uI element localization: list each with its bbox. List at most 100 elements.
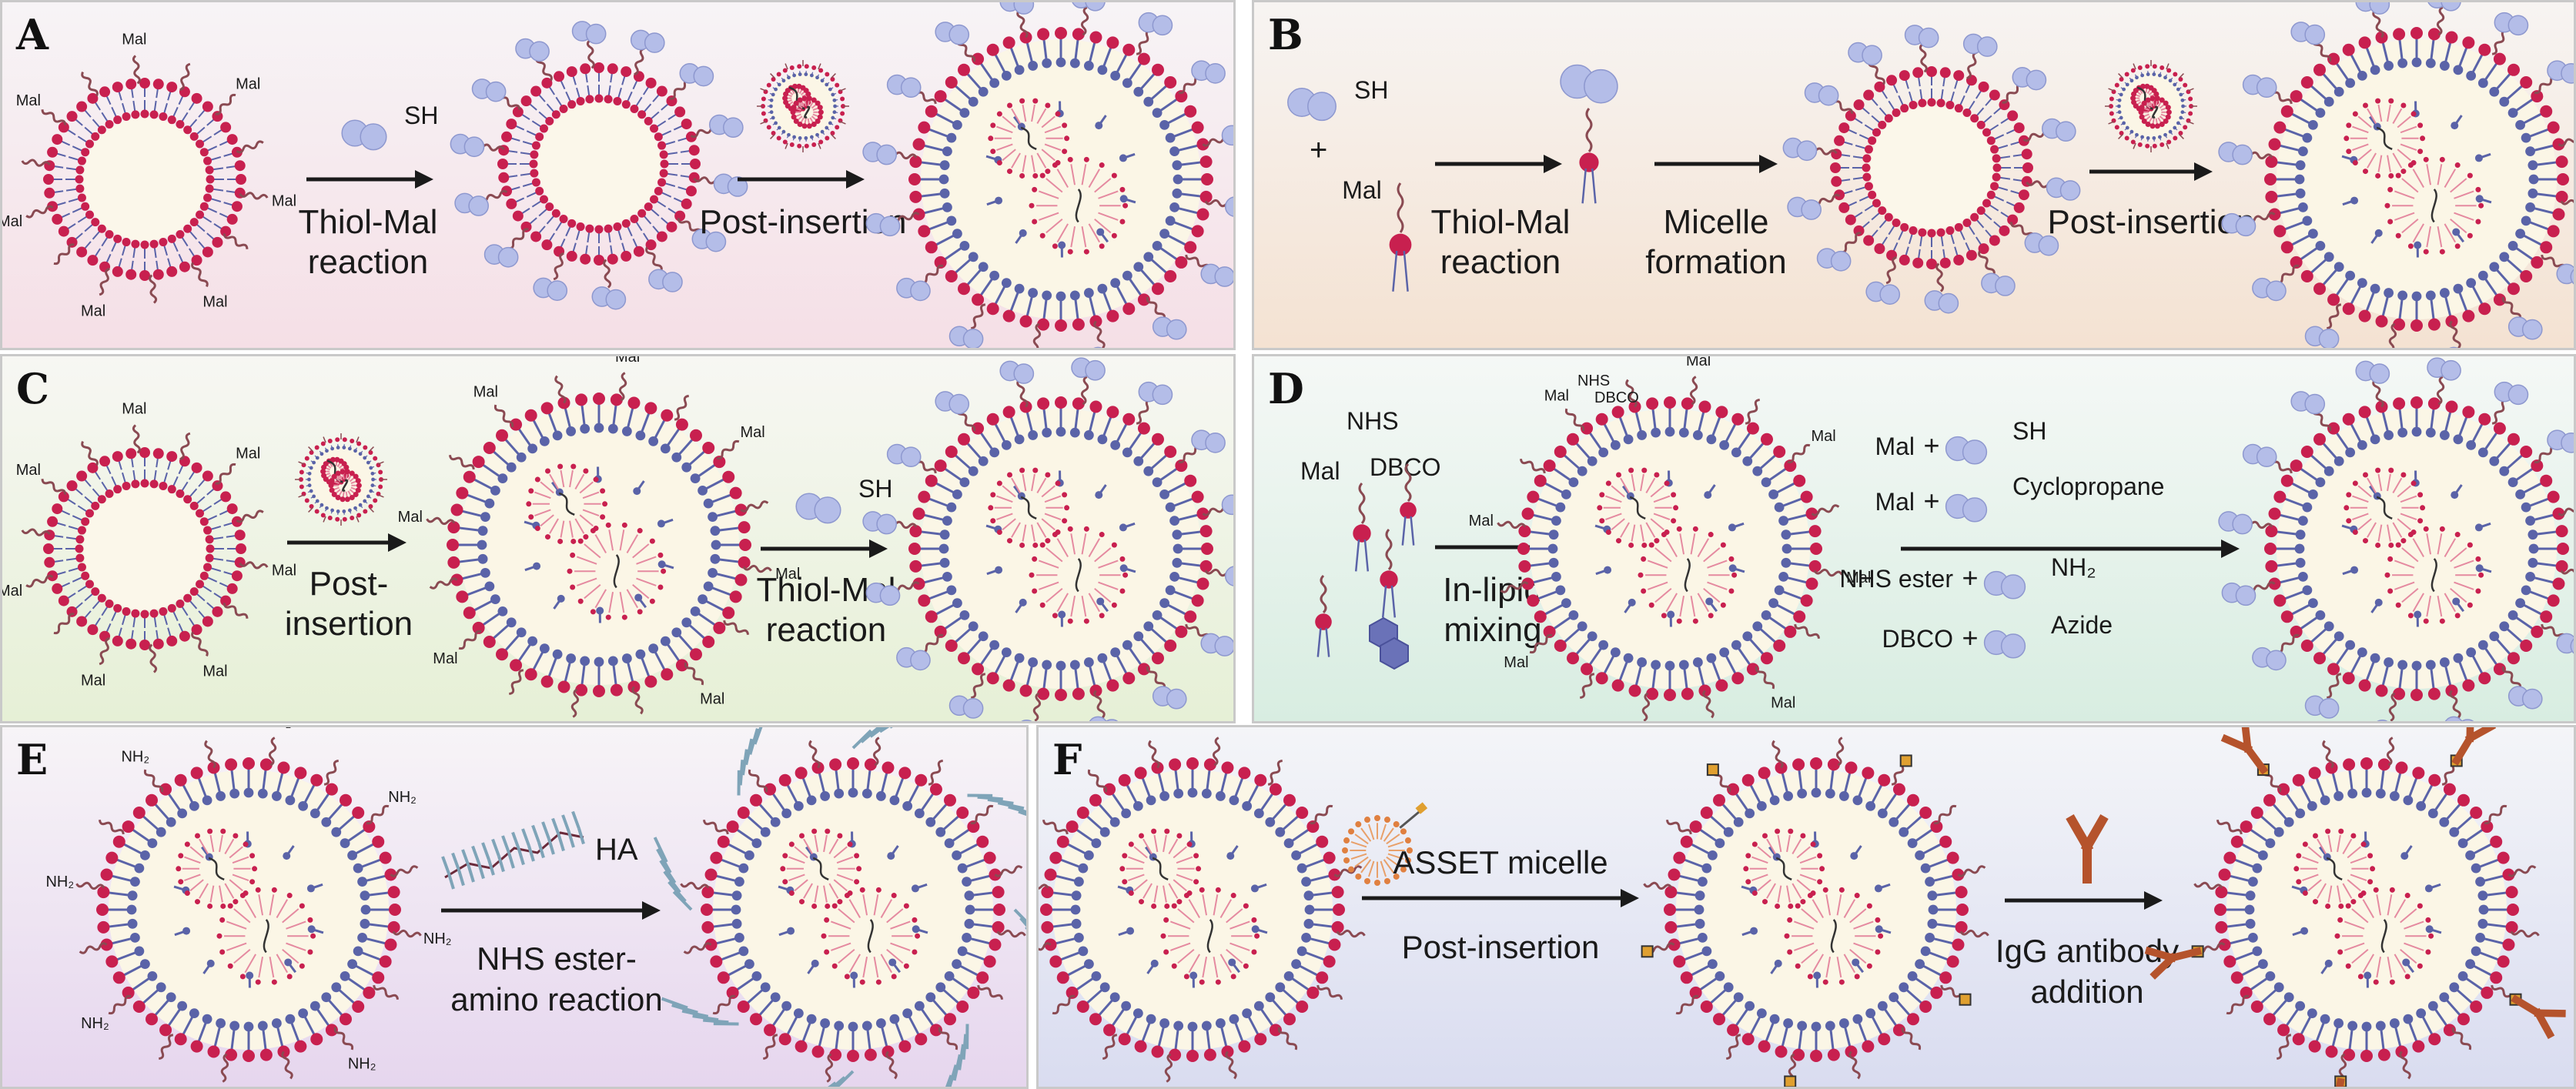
rna-cargo — [2430, 558, 2437, 593]
inner-head — [177, 1000, 188, 1011]
shell-head — [989, 938, 1002, 951]
reaction-4-left: DBCO — [1882, 625, 1953, 653]
cargo-head — [2439, 618, 2445, 624]
cargo-head — [534, 526, 540, 532]
shell-head — [259, 758, 273, 771]
inner-head — [1283, 838, 1294, 849]
cargo-lipid — [831, 942, 851, 951]
core-lipid — [1119, 195, 1128, 203]
shell-tail — [108, 891, 130, 897]
cargo-head — [1111, 602, 1117, 608]
lipid-head — [77, 563, 86, 572]
shell-tail — [1075, 977, 1095, 991]
ha-side — [487, 859, 495, 876]
shell-head — [1106, 36, 1119, 49]
shell-head — [797, 143, 802, 149]
peg-chain — [1080, 376, 1089, 406]
shell-head — [1784, 459, 1797, 473]
lipid-head — [1990, 182, 1999, 191]
lipid-head — [176, 230, 185, 239]
rna-cargo — [1075, 558, 1082, 593]
lipid-head — [666, 95, 677, 107]
inner-head — [1769, 1014, 1780, 1024]
inner-head — [2302, 502, 2313, 513]
micelle-tail — [1350, 853, 1367, 860]
inner-head — [2389, 1018, 2400, 1028]
core-tail — [173, 885, 186, 892]
shell-head — [2478, 672, 2491, 685]
cargo-head — [2363, 169, 2368, 175]
shell-head — [1773, 446, 1786, 459]
peg-chain — [25, 574, 54, 588]
rna-cargo — [867, 919, 874, 954]
core-tail — [2479, 566, 2492, 573]
shell-tail — [1308, 874, 1331, 883]
inner-head — [2176, 87, 2180, 92]
inner-head — [2146, 136, 2150, 140]
cargo-head — [271, 979, 277, 985]
lipid-head — [113, 485, 122, 494]
cargo-lipid — [1751, 856, 1768, 864]
lipid-head — [1886, 249, 1898, 261]
lipid-head — [637, 209, 647, 218]
shell-head — [804, 64, 809, 69]
peg-chain — [1811, 504, 1840, 516]
protein-lobe — [2318, 698, 2340, 719]
shell-tail — [213, 771, 222, 794]
cargo-lipid — [1188, 899, 1200, 919]
cargo-head — [1083, 618, 1089, 624]
lnp-core — [1052, 770, 1333, 1050]
protein-lobe — [1221, 494, 1233, 516]
inner-head — [798, 136, 802, 140]
core-lipid — [2300, 927, 2309, 935]
inner-head — [1055, 660, 1066, 671]
cargo-lipid — [2302, 856, 2319, 864]
shell-head — [356, 441, 362, 446]
cargo-head — [343, 464, 350, 470]
inner-head — [1678, 660, 1689, 670]
shell-head — [2264, 543, 2277, 555]
peg-chain — [723, 620, 750, 635]
inner-head — [1165, 215, 1176, 226]
inner-head — [1610, 647, 1621, 657]
lnp-mixed: MalMalMalMalMalMalMalMal — [1469, 356, 1871, 721]
shell-tail — [1788, 530, 1811, 536]
cargo-lipid — [2400, 908, 2417, 924]
inner-head — [156, 827, 166, 837]
inner-head — [1698, 932, 1708, 943]
inner-head — [552, 430, 563, 441]
inner-head — [2135, 132, 2139, 137]
peg-chain — [1080, 6, 1089, 36]
cargo-lipid — [2450, 178, 2467, 193]
shell-head — [146, 1013, 159, 1026]
lipid-head — [81, 202, 90, 211]
cargo-head — [891, 974, 897, 980]
peg-chain — [1320, 574, 1327, 614]
cargo-lipid — [1202, 894, 1208, 916]
peg-chain — [839, 88, 846, 92]
shell-head — [1930, 986, 1943, 999]
lipid-head — [196, 139, 205, 149]
cargo-head — [344, 469, 350, 475]
inner-head — [946, 502, 957, 513]
shell-head — [1727, 1024, 1740, 1037]
peg-chain — [2436, 376, 2445, 406]
shell-tail — [954, 84, 972, 101]
core-lipid — [2425, 925, 2434, 934]
cargo-lipid — [1036, 522, 1047, 538]
cargo-head — [1788, 903, 1794, 909]
shell-tail — [115, 858, 137, 869]
peg-chain — [179, 62, 191, 92]
lipid-head — [1939, 257, 1951, 269]
lipid-head — [1884, 212, 1893, 222]
protein-lobe — [1830, 250, 1852, 272]
shell-tail — [697, 463, 717, 478]
shell-head — [1049, 955, 1062, 968]
shell-tail — [1711, 660, 1721, 682]
shell-tail — [1009, 660, 1020, 682]
core-tail — [1732, 566, 1745, 573]
reaction-3-right: NH₂ — [2051, 553, 2096, 581]
shell-tail — [922, 576, 945, 584]
lipid-head — [645, 77, 657, 89]
cargo-head — [1648, 542, 1654, 548]
